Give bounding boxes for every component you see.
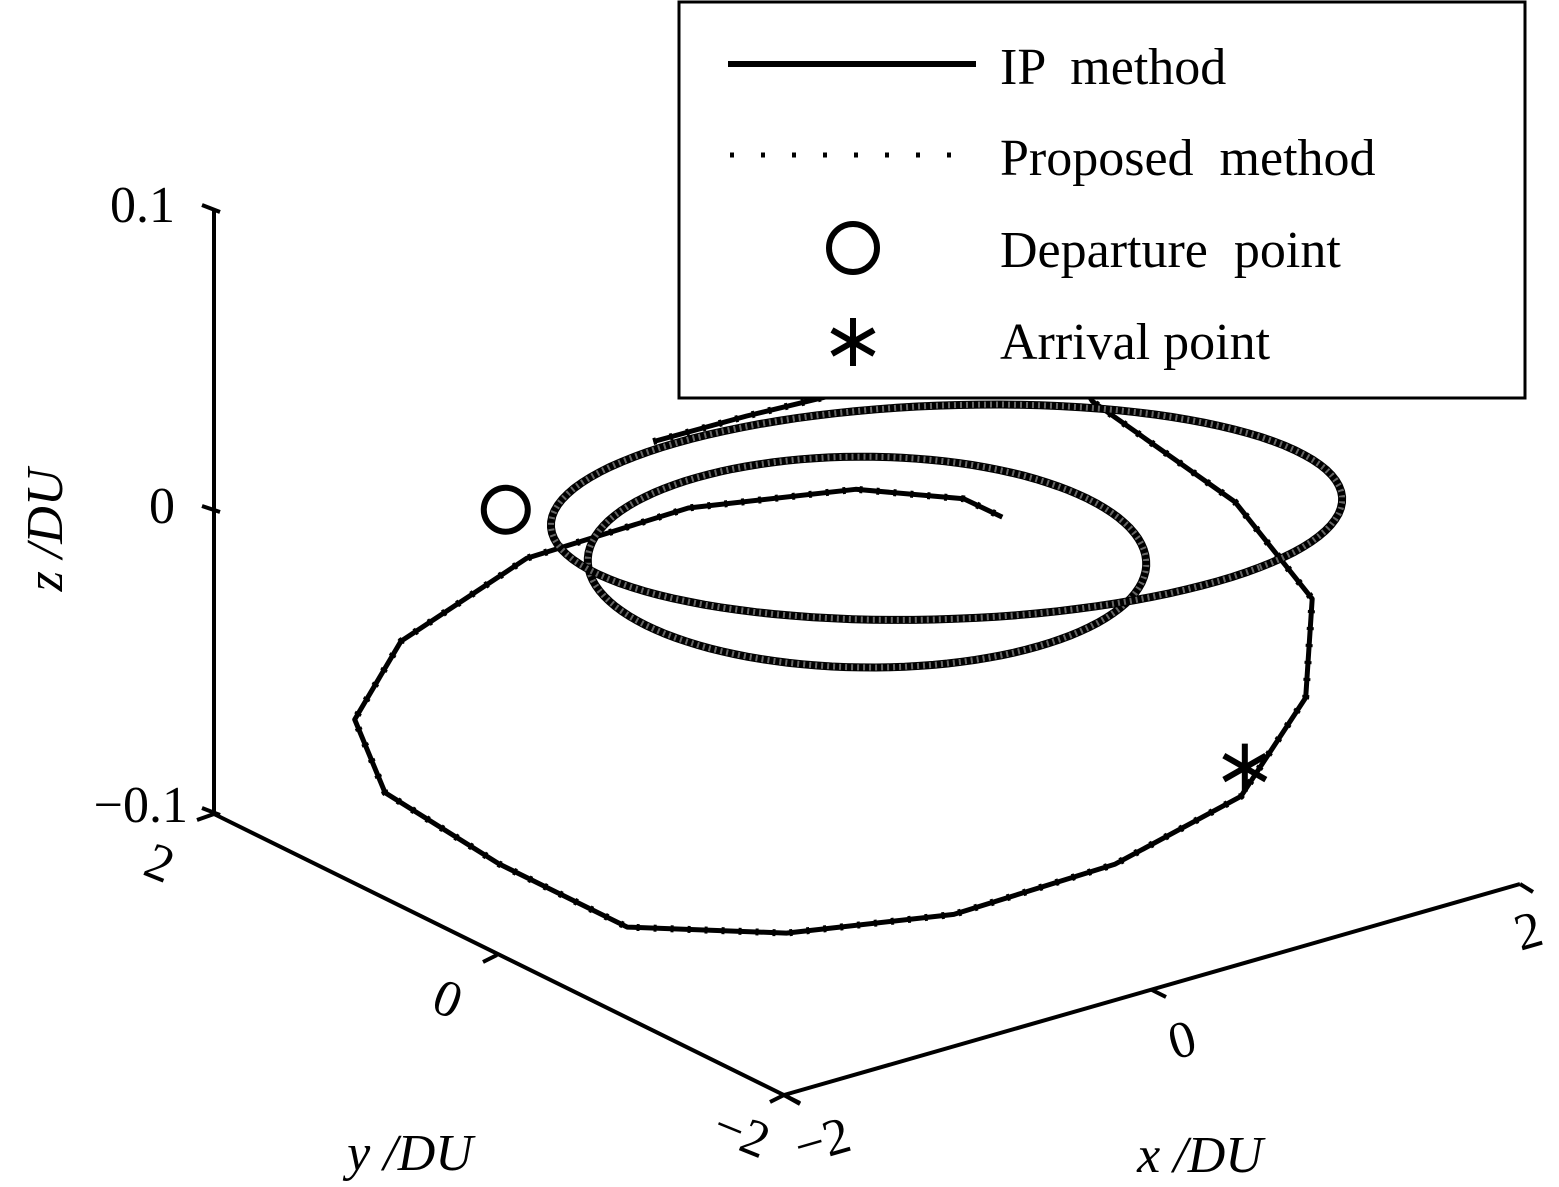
y-tick-2: [196, 812, 215, 822]
x-tick-label-2: 2: [1508, 900, 1549, 962]
axis-titles: z /DU y /DU x /DU: [17, 465, 1266, 1184]
y-axis-line: [213, 812, 801, 1105]
legend-label-ip: IP method: [1000, 39, 1226, 96]
y-axis-title: y /DU: [342, 1125, 476, 1182]
z-tick-label-mid: 0: [149, 478, 175, 535]
z-tick-bottom: [201, 806, 221, 817]
legend-label-arrival: Arrival point: [1000, 314, 1271, 371]
x-tick-label-neg2: −2: [788, 1106, 857, 1176]
x-axis-line: [783, 882, 1521, 1097]
departure-point-marker: [480, 484, 531, 535]
orbit-inner-orbit-dotted-overlay: [584, 453, 1150, 671]
x-axis-unit: /DU: [1170, 1127, 1266, 1184]
y-axis-var: y: [342, 1125, 371, 1182]
legend-label-departure: Departure point: [1000, 222, 1341, 279]
y-tick-neg2: [769, 1093, 785, 1104]
z-tick-label-bottom: −0.1: [94, 777, 188, 834]
x-tick-2: [1518, 882, 1535, 894]
z-tick-top: [201, 203, 221, 214]
y-axis-unit: /DU: [380, 1125, 476, 1182]
x-tick-0: [1151, 988, 1167, 999]
legend-label-proposed: Proposed method: [1000, 130, 1376, 187]
axes: [196, 203, 1535, 1106]
y-tick-label-0: 0: [425, 968, 470, 1031]
legend: IP method Proposed method Departure poin…: [677, 0, 1527, 400]
legend-swatch-arrival: [830, 318, 876, 366]
x-tick-label-0: 0: [1162, 1010, 1203, 1072]
y-tick-label-2: 2: [137, 832, 182, 895]
z-axis-unit: /DU: [17, 465, 74, 561]
x-tick-neg2: [783, 1093, 801, 1106]
z-tick-mid: [201, 504, 221, 514]
series-ip-method: [352, 354, 1315, 936]
y-tick-0: [482, 953, 498, 964]
x-axis-var: x: [1136, 1127, 1160, 1184]
z-axis-title: z /DU: [17, 465, 74, 592]
series-proposed-method: [351, 353, 1316, 937]
legend-swatch-departure: [826, 221, 880, 275]
point-markers: [480, 484, 1268, 792]
orbit-transfer-orbit-dotted-overlay: [547, 401, 1346, 623]
z-tick-label-top: 0.1: [110, 177, 175, 234]
trajectory-curves: [351, 353, 1347, 937]
y-tick-label-neg2: −2: [705, 1097, 778, 1171]
legend-box: [677, 0, 1527, 400]
z-axis-var: z: [17, 571, 74, 592]
arrival-point-marker: [1222, 743, 1268, 792]
x-axis-title: x /DU: [1136, 1127, 1266, 1184]
